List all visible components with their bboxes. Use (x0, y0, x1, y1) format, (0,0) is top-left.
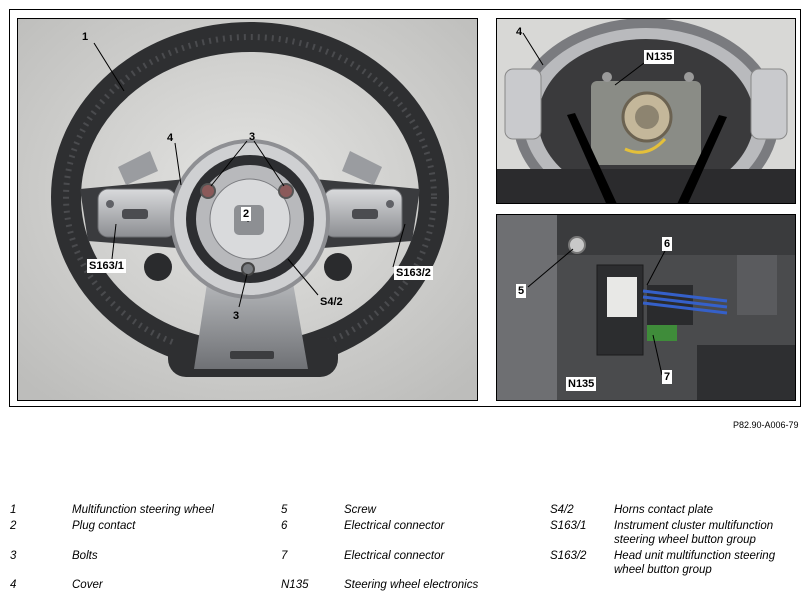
hub-interior-photo (496, 18, 796, 204)
legend-key-s163-1: S163/1 (550, 520, 587, 532)
legend-text-s4-2: Horns contact plate (614, 504, 714, 516)
legend-key-1: 1 (10, 504, 17, 516)
legend-key-6: 6 (281, 520, 288, 532)
callout-n135-top: N135 (644, 50, 675, 64)
callout-wheel: 1 (82, 31, 89, 43)
callout-screw-5: 5 (516, 284, 527, 298)
callout-s4-2: S4/2 (320, 296, 343, 308)
callout-cover-right: 4 (516, 26, 523, 38)
callout-cover-left: 4 (167, 132, 174, 144)
callout-bolts-bottom: 3 (233, 310, 240, 322)
legend-text-4: Cover (72, 579, 103, 591)
legend-text-5: Screw (344, 504, 376, 516)
legend-key-3: 3 (10, 550, 17, 562)
legend-text-3: Bolts (72, 550, 98, 562)
legend-text-s163-1: Instrument cluster multifunction steerin… (614, 520, 774, 546)
connector-detail-photo (496, 214, 796, 401)
callout-s163-1: S163/1 (87, 259, 126, 273)
callout-connector-7: 7 (662, 370, 673, 384)
callout-connector-6: 6 (662, 237, 673, 251)
legend-key-7: 7 (281, 550, 288, 562)
legend-text-n135: Steering wheel electronics (344, 579, 479, 591)
figure-reference: P82.90-A006-79 (733, 420, 799, 430)
callout-plug-contact: 2 (241, 207, 252, 221)
hub-interior-illustration (497, 19, 795, 203)
legend-text-1: Multifunction steering wheel (72, 504, 214, 516)
legend-text-s163-2: Head unit multifunction steering wheel b… (614, 550, 776, 576)
legend-key-s4-2: S4/2 (550, 504, 574, 516)
legend-text-2: Plug contact (72, 520, 136, 532)
legend-key-5: 5 (281, 504, 288, 516)
legend-text-6: Electrical connector (344, 520, 445, 532)
connector-detail-illustration (497, 215, 795, 400)
legend-text-7: Electrical connector (344, 550, 445, 562)
legend-key-n135: N135 (281, 579, 309, 591)
figure-frame (9, 9, 801, 407)
legend-key-4: 4 (10, 579, 17, 591)
legend-key-2: 2 (10, 520, 17, 532)
callout-s163-2: S163/2 (394, 266, 433, 280)
callout-n135-bottom: N135 (566, 377, 597, 391)
callout-bolts-top: 3 (249, 131, 256, 143)
legend-key-s163-2: S163/2 (550, 550, 587, 562)
